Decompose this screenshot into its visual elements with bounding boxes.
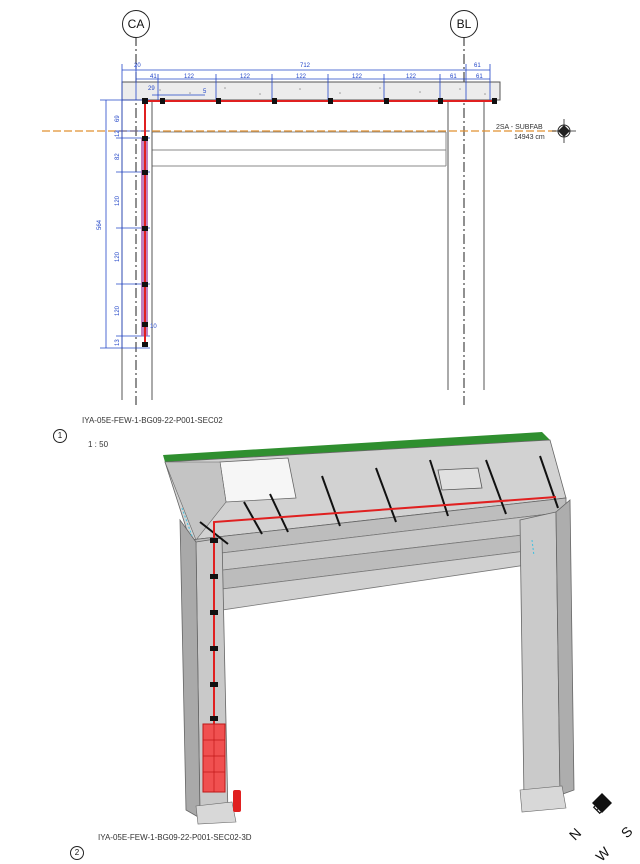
dim-top-seg: 122 xyxy=(352,74,363,80)
grid-bubble-bl: BL xyxy=(450,10,478,38)
slab-hatch xyxy=(159,87,486,95)
column-left-base xyxy=(195,801,237,825)
dim-top-small-left: 20 xyxy=(134,63,141,69)
isometric-view xyxy=(163,432,612,825)
slab-section xyxy=(121,81,501,101)
level-name: 2SA - SUBFAB xyxy=(496,124,543,131)
dim-pipe-offset: 5 xyxy=(203,89,207,95)
dim-left-total: 564 xyxy=(97,219,103,230)
left-dimensions xyxy=(100,99,150,349)
dim-top-end-1: 61 xyxy=(450,74,457,80)
top-dimensions xyxy=(121,64,491,100)
level-target-symbol xyxy=(552,119,576,143)
dim-top-seg: 122 xyxy=(296,74,307,80)
dim-left-top-3: 82 xyxy=(115,153,121,160)
view-title-1: IYA-05E-FEW-1-BG09-22-P001-SEC02 xyxy=(82,416,223,425)
pipe-supports xyxy=(142,98,497,347)
dim-top-total: 712 xyxy=(300,63,311,69)
dim-left-bottom-2: 13 xyxy=(115,339,121,346)
dim-top-end-2: 61 xyxy=(476,74,483,80)
section-view: 2SA - SUBFAB 14943 cm 712 61 20 41 122 1… xyxy=(42,36,576,405)
dim-left-top-1: 69 xyxy=(115,115,121,122)
dim-top-seg: 122 xyxy=(406,74,417,80)
dim-top-seg0: 41 xyxy=(150,74,157,80)
column-right-side xyxy=(555,499,575,796)
view-title-2: IYA-05E-FEW-1-BG09-22-P001-SEC02-3D xyxy=(98,833,252,842)
dim-left-seg: 120 xyxy=(115,195,121,206)
compass-rose xyxy=(592,793,612,813)
dim-top-seg: 122 xyxy=(240,74,251,80)
dim-left-offset: 29 xyxy=(148,86,155,92)
pipe-route-3d xyxy=(213,496,557,745)
dim-left-seg: 120 xyxy=(115,251,121,262)
dim-left-seg: 120 xyxy=(115,305,121,316)
equipment-detail xyxy=(203,724,225,792)
support-bars xyxy=(199,455,559,545)
section-marker xyxy=(181,507,193,537)
dim-left-bottom-1: 10 xyxy=(150,324,157,330)
view-scale-1: 1 : 50 xyxy=(88,440,109,449)
view-number-1: 1 xyxy=(53,429,67,443)
dim-top-right: 61 xyxy=(474,63,481,69)
extinguisher xyxy=(233,790,241,812)
compass-w: W xyxy=(592,843,613,864)
dim-top-seg: 122 xyxy=(184,74,195,80)
pipe-route xyxy=(144,100,497,345)
view-number-2: 2 xyxy=(70,846,84,860)
column-right-front xyxy=(519,511,561,801)
level-elevation: 14943 cm xyxy=(514,134,545,141)
roof-membrane xyxy=(163,432,550,462)
dim-left-top-2: 12 xyxy=(115,130,121,137)
roof-hatch xyxy=(437,467,483,491)
pipe-supports-3d xyxy=(210,538,218,721)
column-right-base xyxy=(519,785,567,813)
section-marker xyxy=(531,539,535,557)
grid-bubble-ca: CA xyxy=(122,10,150,38)
slab-left-upstand xyxy=(164,461,227,541)
roof-opening xyxy=(219,457,297,503)
